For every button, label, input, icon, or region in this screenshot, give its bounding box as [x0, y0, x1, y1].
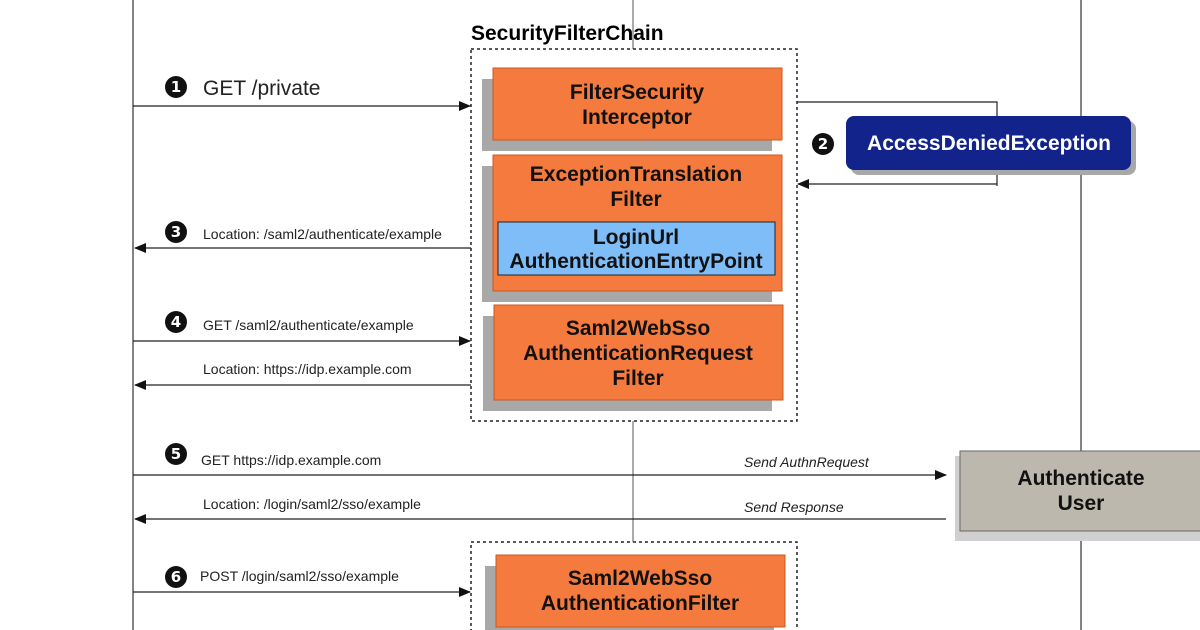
login-url-entry-point: LoginUrl AuthenticationEntryPoint — [497, 221, 776, 276]
label-get-authenticate: GET /saml2/authenticate/example — [203, 317, 414, 333]
filter-title-line: Interceptor — [582, 106, 692, 129]
filter-security-interceptor: FilterSecurity Interceptor — [482, 67, 783, 151]
filter-title-line: Filter — [610, 188, 661, 211]
label-post-login: POST /login/saml2/sso/example — [200, 568, 399, 584]
filter-body — [492, 67, 783, 141]
step-number: 1 — [171, 78, 181, 96]
label-get-private: GET /private — [203, 77, 321, 100]
step-circle — [165, 311, 187, 333]
access-denied-exception: AccessDeniedException — [846, 116, 1136, 175]
filter-title-line: FilterSecurity — [570, 81, 705, 104]
step-1-badge: 1 — [165, 76, 187, 98]
saml2-authentication-filter: Saml2WebSso AuthenticationFilter — [485, 554, 786, 630]
step-number: 4 — [171, 313, 181, 331]
user-title-line: User — [1058, 492, 1105, 515]
exception-label: AccessDeniedException — [867, 132, 1111, 155]
label-send-response: Send Response — [744, 499, 844, 515]
entry-point-title-line: AuthenticationEntryPoint — [509, 250, 762, 273]
filter-body — [495, 554, 786, 628]
saml2-authentication-request-filter: Saml2WebSso AuthenticationRequest Filter — [483, 304, 784, 411]
label-location-idp: Location: https://idp.example.com — [203, 361, 412, 377]
step-4-badge: 4 — [165, 311, 187, 333]
filter-title-line: Saml2WebSso — [568, 567, 712, 590]
filter-title-line: Filter — [612, 367, 663, 390]
step-circle — [165, 76, 187, 98]
label-send-authn-request: Send AuthnRequest — [744, 454, 870, 470]
label-location-authenticate: Location: /saml2/authenticate/example — [203, 226, 442, 242]
filter-title-line: AuthenticationFilter — [541, 592, 739, 615]
filter-title-line: Saml2WebSso — [566, 317, 710, 340]
authenticate-user: Authenticate User — [955, 450, 1200, 541]
entry-point-body — [497, 221, 776, 276]
filter-title-line: ExceptionTranslation — [530, 163, 742, 186]
step-number: 2 — [818, 135, 828, 153]
entry-point-title-line: LoginUrl — [593, 226, 679, 249]
step-5-badge: 5 — [165, 443, 187, 465]
step-circle — [165, 566, 187, 588]
step-3-badge: 3 — [165, 221, 187, 243]
step-6-badge: 6 — [165, 566, 187, 588]
user-body — [959, 450, 1200, 532]
step-2-badge: 2 — [812, 133, 834, 155]
step-number: 3 — [171, 223, 181, 241]
label-location-login: Location: /login/saml2/sso/example — [203, 496, 421, 512]
filter-body — [493, 304, 784, 401]
exception-body — [846, 116, 1131, 170]
step-number: 5 — [171, 445, 181, 463]
step-number: 6 — [171, 568, 181, 586]
step-circle — [165, 443, 187, 465]
security-filter-chain-title: SecurityFilterChain — [471, 22, 664, 45]
step-circle — [812, 133, 834, 155]
user-title-line: Authenticate — [1017, 467, 1144, 490]
step-circle — [165, 221, 187, 243]
filter-title-line: AuthenticationRequest — [523, 342, 753, 365]
label-get-idp: GET https://idp.example.com — [201, 452, 381, 468]
